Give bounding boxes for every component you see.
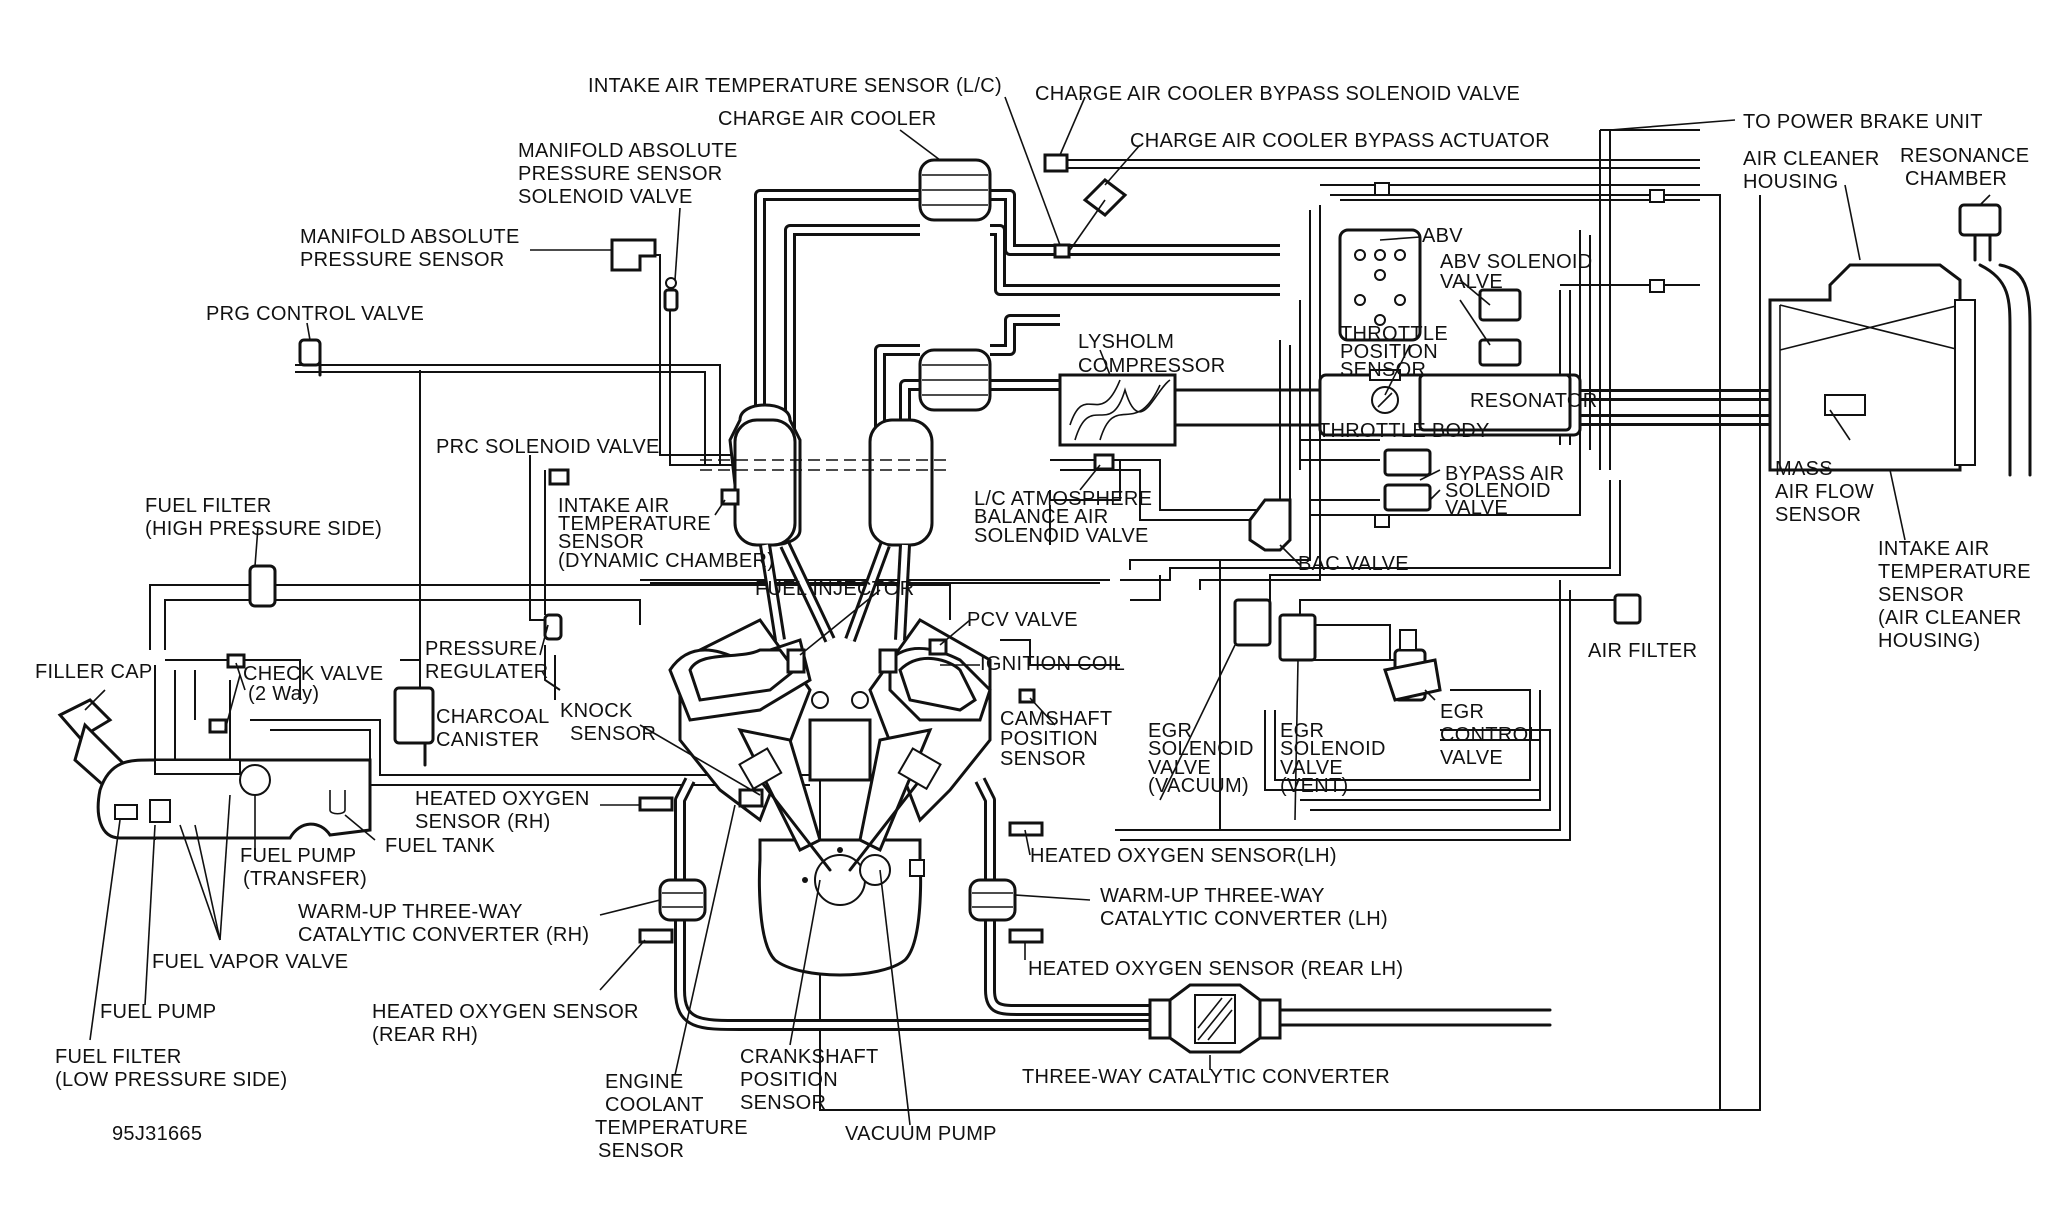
label-lysholm: LYSHOLM COMPRESSOR [1078, 331, 1225, 377]
label-vacuum-pump: VACUUM PUMP [845, 1123, 997, 1145]
label-map-sensor: MANIFOLD ABSOLUTE PRESSURE SENSOR [300, 226, 525, 271]
label-throttle-body: THROTTLE BODY [1318, 420, 1490, 442]
label-pcv-valve: PCV VALVE [967, 609, 1078, 631]
label-egr-solenoid-vacuum: EGR SOLENOID VALVE (VACUUM) [1148, 720, 1260, 797]
label-fuel-pump: FUEL PUMP [100, 1001, 216, 1023]
text-labels: INTAKE AIR TEMPERATURE SENSOR (L/C) CHAR… [35, 75, 2037, 1162]
label-knock-sensor: KNOCK SENSOR [560, 700, 656, 745]
egr-solenoid-vacuum [1233, 598, 1272, 647]
label-iat-air-cleaner: INTAKE AIR TEMPERATURE SENSOR (AIR CLEAN… [1878, 538, 2037, 652]
intake-runners [759, 542, 911, 643]
label-fuel-filter-high: FUEL FILTER (HIGH PRESSURE SIDE) [145, 495, 382, 540]
charcoal-canister [393, 686, 435, 767]
label-charge-air-cooler: CHARGE AIR COOLER [718, 108, 936, 130]
label-three-way-cat: THREE-WAY CATALYTIC CONVERTER [1022, 1066, 1390, 1088]
label-map-solenoid: MANIFOLD ABSOLUTE PRESSURE SENSOR SOLENO… [518, 140, 743, 208]
label-bypass-air-solenoid: BYPASS AIR SOLENOID VALVE [1445, 463, 1570, 519]
label-check-valve: CHECK VALVE (2 Way) [243, 663, 389, 705]
label-iat-dynamic: INTAKE AIR TEMPERATURE SENSOR (DYNAMIC C… [558, 495, 774, 572]
label-cac-bypass-actuator: CHARGE AIR COOLER BYPASS ACTUATOR [1130, 130, 1550, 152]
egr-control-valve [1383, 629, 1442, 702]
label-heated-o2-rh: HEATED OXYGEN SENSOR (RH) [415, 788, 596, 833]
oxygen-sensors [638, 796, 1044, 944]
iat-dynamic-sensor [720, 488, 740, 506]
fuel-injectors [786, 648, 898, 674]
label-prc-solenoid: PRC SOLENOID VALVE [436, 436, 660, 458]
engine-block [668, 618, 1036, 977]
label-egr-solenoid-vent: EGR SOLENOID VALVE (VENT) [1280, 720, 1392, 797]
label-cac-bypass-solenoid: CHARGE AIR COOLER BYPASS SOLENOID VALVE [1035, 83, 1520, 105]
fuel-tank [96, 758, 372, 840]
label-fuel-pump-transfer: FUEL PUMP (TRANSFER) [240, 845, 367, 890]
label-to-power-brake: TO POWER BRAKE UNIT [1743, 111, 1983, 133]
charge-air-cooler-lower [918, 348, 992, 412]
resonator [1418, 373, 1572, 432]
air-filter [1613, 593, 1642, 625]
pressure-regulater [543, 613, 563, 641]
label-tps: THROTTLE POSITION SENSOR [1340, 323, 1454, 381]
map-sensor [610, 238, 657, 272]
label-heated-o2-rear-rh: HEATED OXYGEN SENSOR (REAR RH) [372, 1001, 645, 1046]
label-charcoal-canister: CHARCOAL CANISTER [436, 706, 555, 751]
air-cleaner-housing [1768, 263, 1976, 472]
label-ignition-coil: IGNITION COIL [980, 653, 1125, 675]
label-heated-o2-rear-lh: HEATED OXYGEN SENSOR (REAR LH) [1028, 958, 1403, 980]
warmup-cat-lh [968, 878, 1017, 922]
label-camshaft-position: CAMSHAFT POSITION SENSOR [1000, 708, 1118, 770]
label-heated-o2-lh: HEATED OXYGEN SENSOR(LH) [1030, 845, 1337, 867]
label-abv: ABV [1422, 225, 1463, 247]
label-fuel-injector: FUEL INJECTOR [755, 578, 914, 600]
dynamic-chamber-left [728, 403, 802, 547]
label-resonator: RESONATOR [1470, 390, 1598, 412]
fuel-filter-high [248, 564, 277, 608]
label-air-filter: AIR FILTER [1588, 640, 1697, 662]
abv-valve [1338, 228, 1422, 342]
diagram-code: 95J31665 [112, 1123, 202, 1145]
lysholm-compressor [1058, 373, 1177, 447]
label-fuel-filter-low: FUEL FILTER (LOW PRESSURE SIDE) [55, 1046, 287, 1091]
three-way-catalytic-converter [1148, 983, 1282, 1054]
bypass-air-solenoids [1383, 448, 1432, 512]
warmup-cat-rh [658, 878, 707, 922]
label-bac-valve: BAC VALVE [1298, 553, 1409, 575]
label-lc-atmosphere: L/C ATMOSPHERE BALANCE AIR SOLENOID VALV… [974, 488, 1158, 547]
label-engine-coolant: ENGINE COOLANT TEMPERATURE SENSOR [595, 1071, 754, 1162]
cac-bypass-actuator [1069, 178, 1128, 251]
map-solenoid-valve [663, 277, 679, 312]
label-filler-cap: FILLER CAP [35, 661, 152, 683]
fuel-lines [149, 584, 1720, 1111]
label-egr-control: EGR CONTROL VALVE [1440, 701, 1545, 769]
label-iat-lc: INTAKE AIR TEMPERATURE SENSOR (L/C) [588, 75, 1002, 97]
prc-solenoid-valve [548, 468, 570, 486]
label-prg-control-valve: PRG CONTROL VALVE [206, 303, 424, 325]
label-air-cleaner-housing: AIR CLEANER HOUSING [1743, 148, 1886, 193]
label-warmup-cat-lh: WARM-UP THREE-WAY CATALYTIC CONVERTER (L… [1100, 885, 1388, 930]
chamber-cross-lines [700, 459, 950, 471]
label-mass-air-flow: MASS AIR FLOW SENSOR [1775, 458, 1880, 526]
charge-air-cooler-upper [918, 158, 992, 222]
egr-solenoid-vent [1278, 613, 1317, 662]
iat-lc-sensor [1053, 243, 1071, 259]
label-crankshaft-position: CRANKSHAFT POSITION SENSOR [740, 1046, 884, 1114]
abv-solenoid [1478, 288, 1522, 367]
cac-bypass-solenoid [1043, 153, 1069, 173]
leader-lines [84, 96, 1991, 1126]
dynamic-chamber-right [868, 418, 934, 547]
label-resonance-chamber: RESONANCE CHAMBER [1900, 145, 2035, 190]
bac-valve [1248, 498, 1292, 552]
label-pressure-regulater: PRESSURE REGULATER [425, 638, 548, 683]
label-warmup-cat-rh: WARM-UP THREE-WAY CATALYTIC CONVERTER (R… [298, 901, 589, 946]
label-fuel-vapor-valve: FUEL VAPOR VALVE [152, 951, 348, 973]
label-fuel-tank: FUEL TANK [385, 835, 495, 857]
label-abv-solenoid: ABV SOLENOID VALVE [1440, 251, 1598, 293]
